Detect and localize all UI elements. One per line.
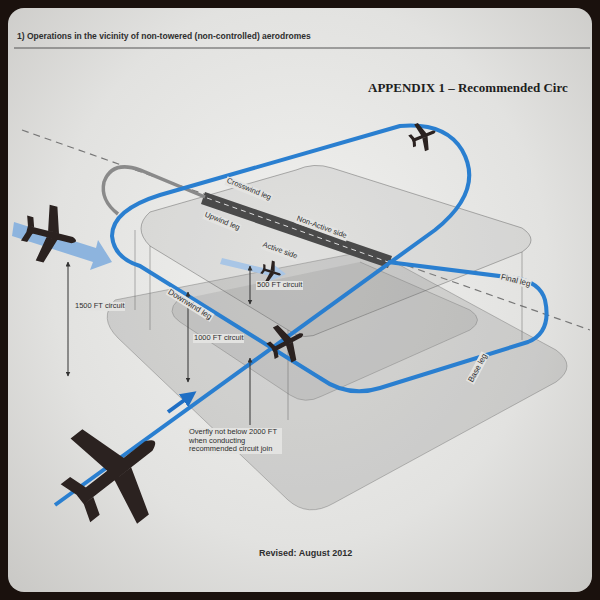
diagram-label: 1000 FT circuit <box>193 334 244 343</box>
runway-arrow <box>220 258 286 281</box>
aircraft <box>405 118 441 155</box>
overfly-leader <box>250 358 251 425</box>
diagram-label: 500 FT circuit <box>256 281 303 290</box>
volume-walls <box>135 230 522 420</box>
diagram-label: Final leg <box>499 272 533 289</box>
diagram-label: Upwind leg <box>202 210 241 233</box>
aircraft <box>17 200 83 269</box>
runway <box>201 192 392 268</box>
appendix-title: APPENDIX 1 – Recommended Circ <box>368 80 568 96</box>
diagram-label: Downwind leg <box>166 287 215 322</box>
circuit-path <box>55 126 547 506</box>
header-rule <box>14 48 590 49</box>
diagram-label: Overfly not below 2000 FT when conductin… <box>188 428 282 454</box>
diagram-label: Active side <box>261 240 300 261</box>
grey-track <box>103 167 205 214</box>
revision-note: Revised: August 2012 <box>258 548 353 558</box>
height-1500 <box>68 262 69 376</box>
header-text: 1) Operations in the vicinity of non-tow… <box>16 32 312 42</box>
diagram-label: Crosswind leg <box>224 176 273 202</box>
aircraft <box>261 317 312 369</box>
diagram-label: 1500 FT circuit <box>74 302 125 311</box>
aircraft <box>42 399 188 546</box>
diagram-label: Base leg <box>466 351 490 385</box>
join-arrow <box>168 396 190 412</box>
height-500 <box>250 266 251 304</box>
diagram-label: Non-Active side <box>295 214 349 241</box>
approach-arrow <box>12 222 112 270</box>
